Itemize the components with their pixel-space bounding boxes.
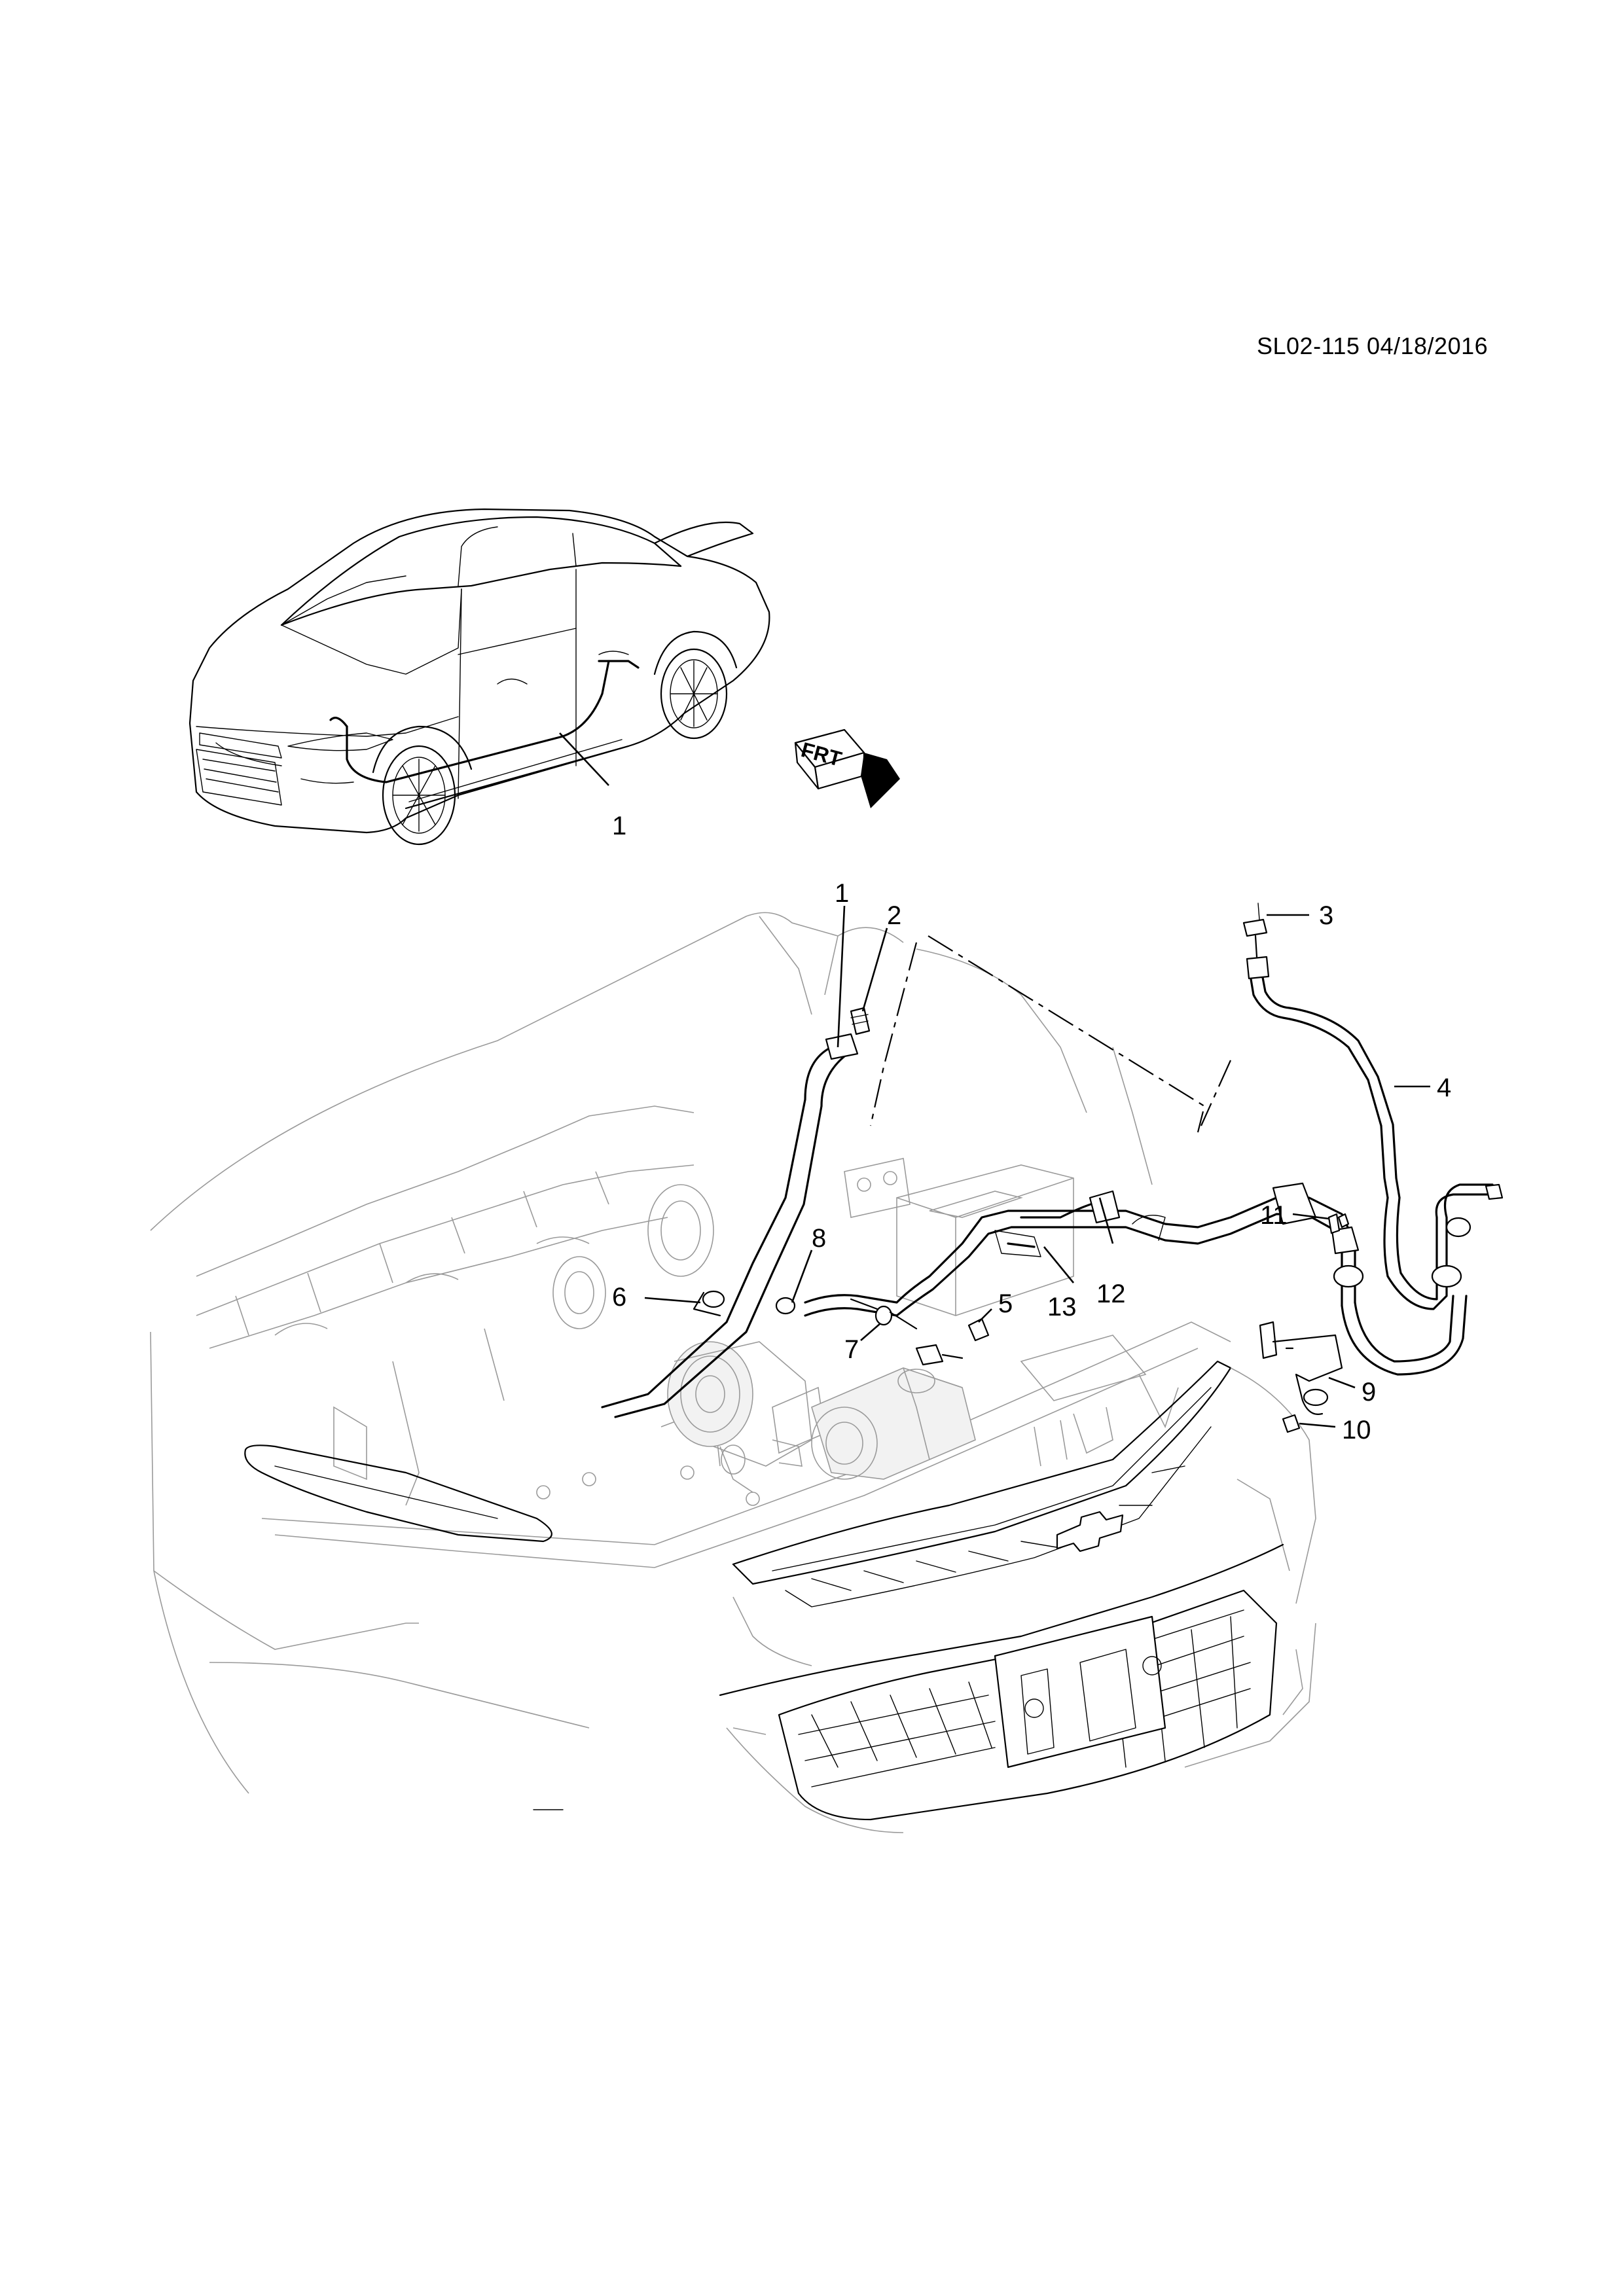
callout-5: 5 bbox=[998, 1289, 1013, 1318]
engine-bay-illustration bbox=[150, 912, 1316, 1833]
document-code: SL02-115 04/18/2016 bbox=[1257, 332, 1489, 359]
callout-3: 3 bbox=[1319, 901, 1333, 930]
callout-6: 6 bbox=[612, 1283, 626, 1312]
callout-1: 1 bbox=[835, 879, 849, 908]
callout-4: 4 bbox=[1437, 1073, 1451, 1102]
callout-leader-lines bbox=[644, 905, 1430, 1428]
callout-10: 10 bbox=[1342, 1416, 1371, 1444]
callout-labels: 1 2 3 4 5 6 7 8 9 10 11 12 13 bbox=[612, 879, 1451, 1444]
battery-cable-assemblies bbox=[601, 903, 1504, 1433]
callout-8: 8 bbox=[812, 1224, 826, 1253]
vehicle-overview-illustration bbox=[189, 508, 770, 846]
callout-2: 2 bbox=[887, 901, 901, 930]
callout-9: 9 bbox=[1362, 1378, 1376, 1407]
callout-7: 7 bbox=[844, 1335, 859, 1364]
callout-11: 11 bbox=[1260, 1201, 1288, 1230]
callout-13: 13 bbox=[1047, 1293, 1077, 1321]
front-direction-arrow-icon bbox=[794, 728, 900, 808]
vehicle-callout-1: 1 bbox=[612, 812, 626, 840]
callout-12: 12 bbox=[1096, 1280, 1126, 1308]
